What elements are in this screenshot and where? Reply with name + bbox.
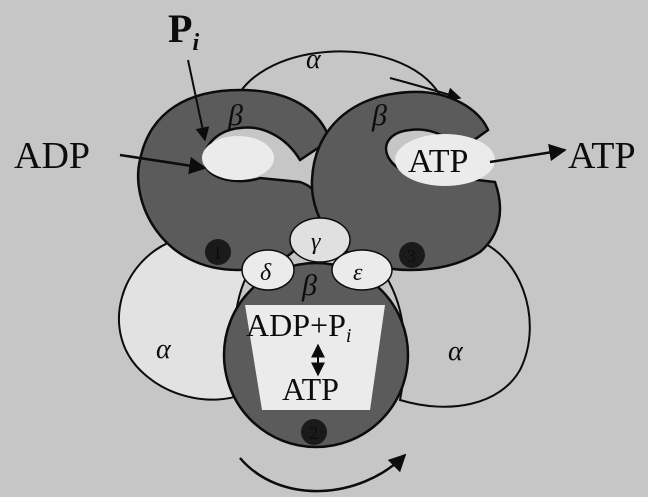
- atp-inner-label: ATP: [408, 143, 468, 180]
- beta-bottom-label: β: [301, 269, 317, 302]
- site-1-label: 1: [213, 243, 222, 263]
- site-2-label: 2: [309, 423, 318, 443]
- beta-right-label: β: [371, 99, 387, 132]
- rotation-arrow: [240, 455, 405, 491]
- atp-out-label: ATP: [568, 135, 636, 177]
- delta-label: δ: [260, 260, 272, 286]
- alpha-top-label: α: [306, 44, 322, 75]
- alpha-left-label: α: [156, 334, 172, 365]
- beta-left-pocket: [202, 136, 274, 180]
- gamma-label: γ: [311, 229, 321, 255]
- epsilon-label: ε: [353, 260, 363, 286]
- beta-left-label: β: [227, 99, 243, 132]
- pi-label: Pi: [168, 6, 199, 56]
- adp-pi-label: ADP+Pi: [246, 307, 351, 347]
- adp-label: ADP: [14, 135, 90, 177]
- atp-out-arrow: [490, 150, 565, 162]
- atp-bound-label: ATP: [282, 371, 339, 407]
- alpha-right-label: α: [448, 336, 464, 367]
- site-3-label: 3: [407, 246, 416, 266]
